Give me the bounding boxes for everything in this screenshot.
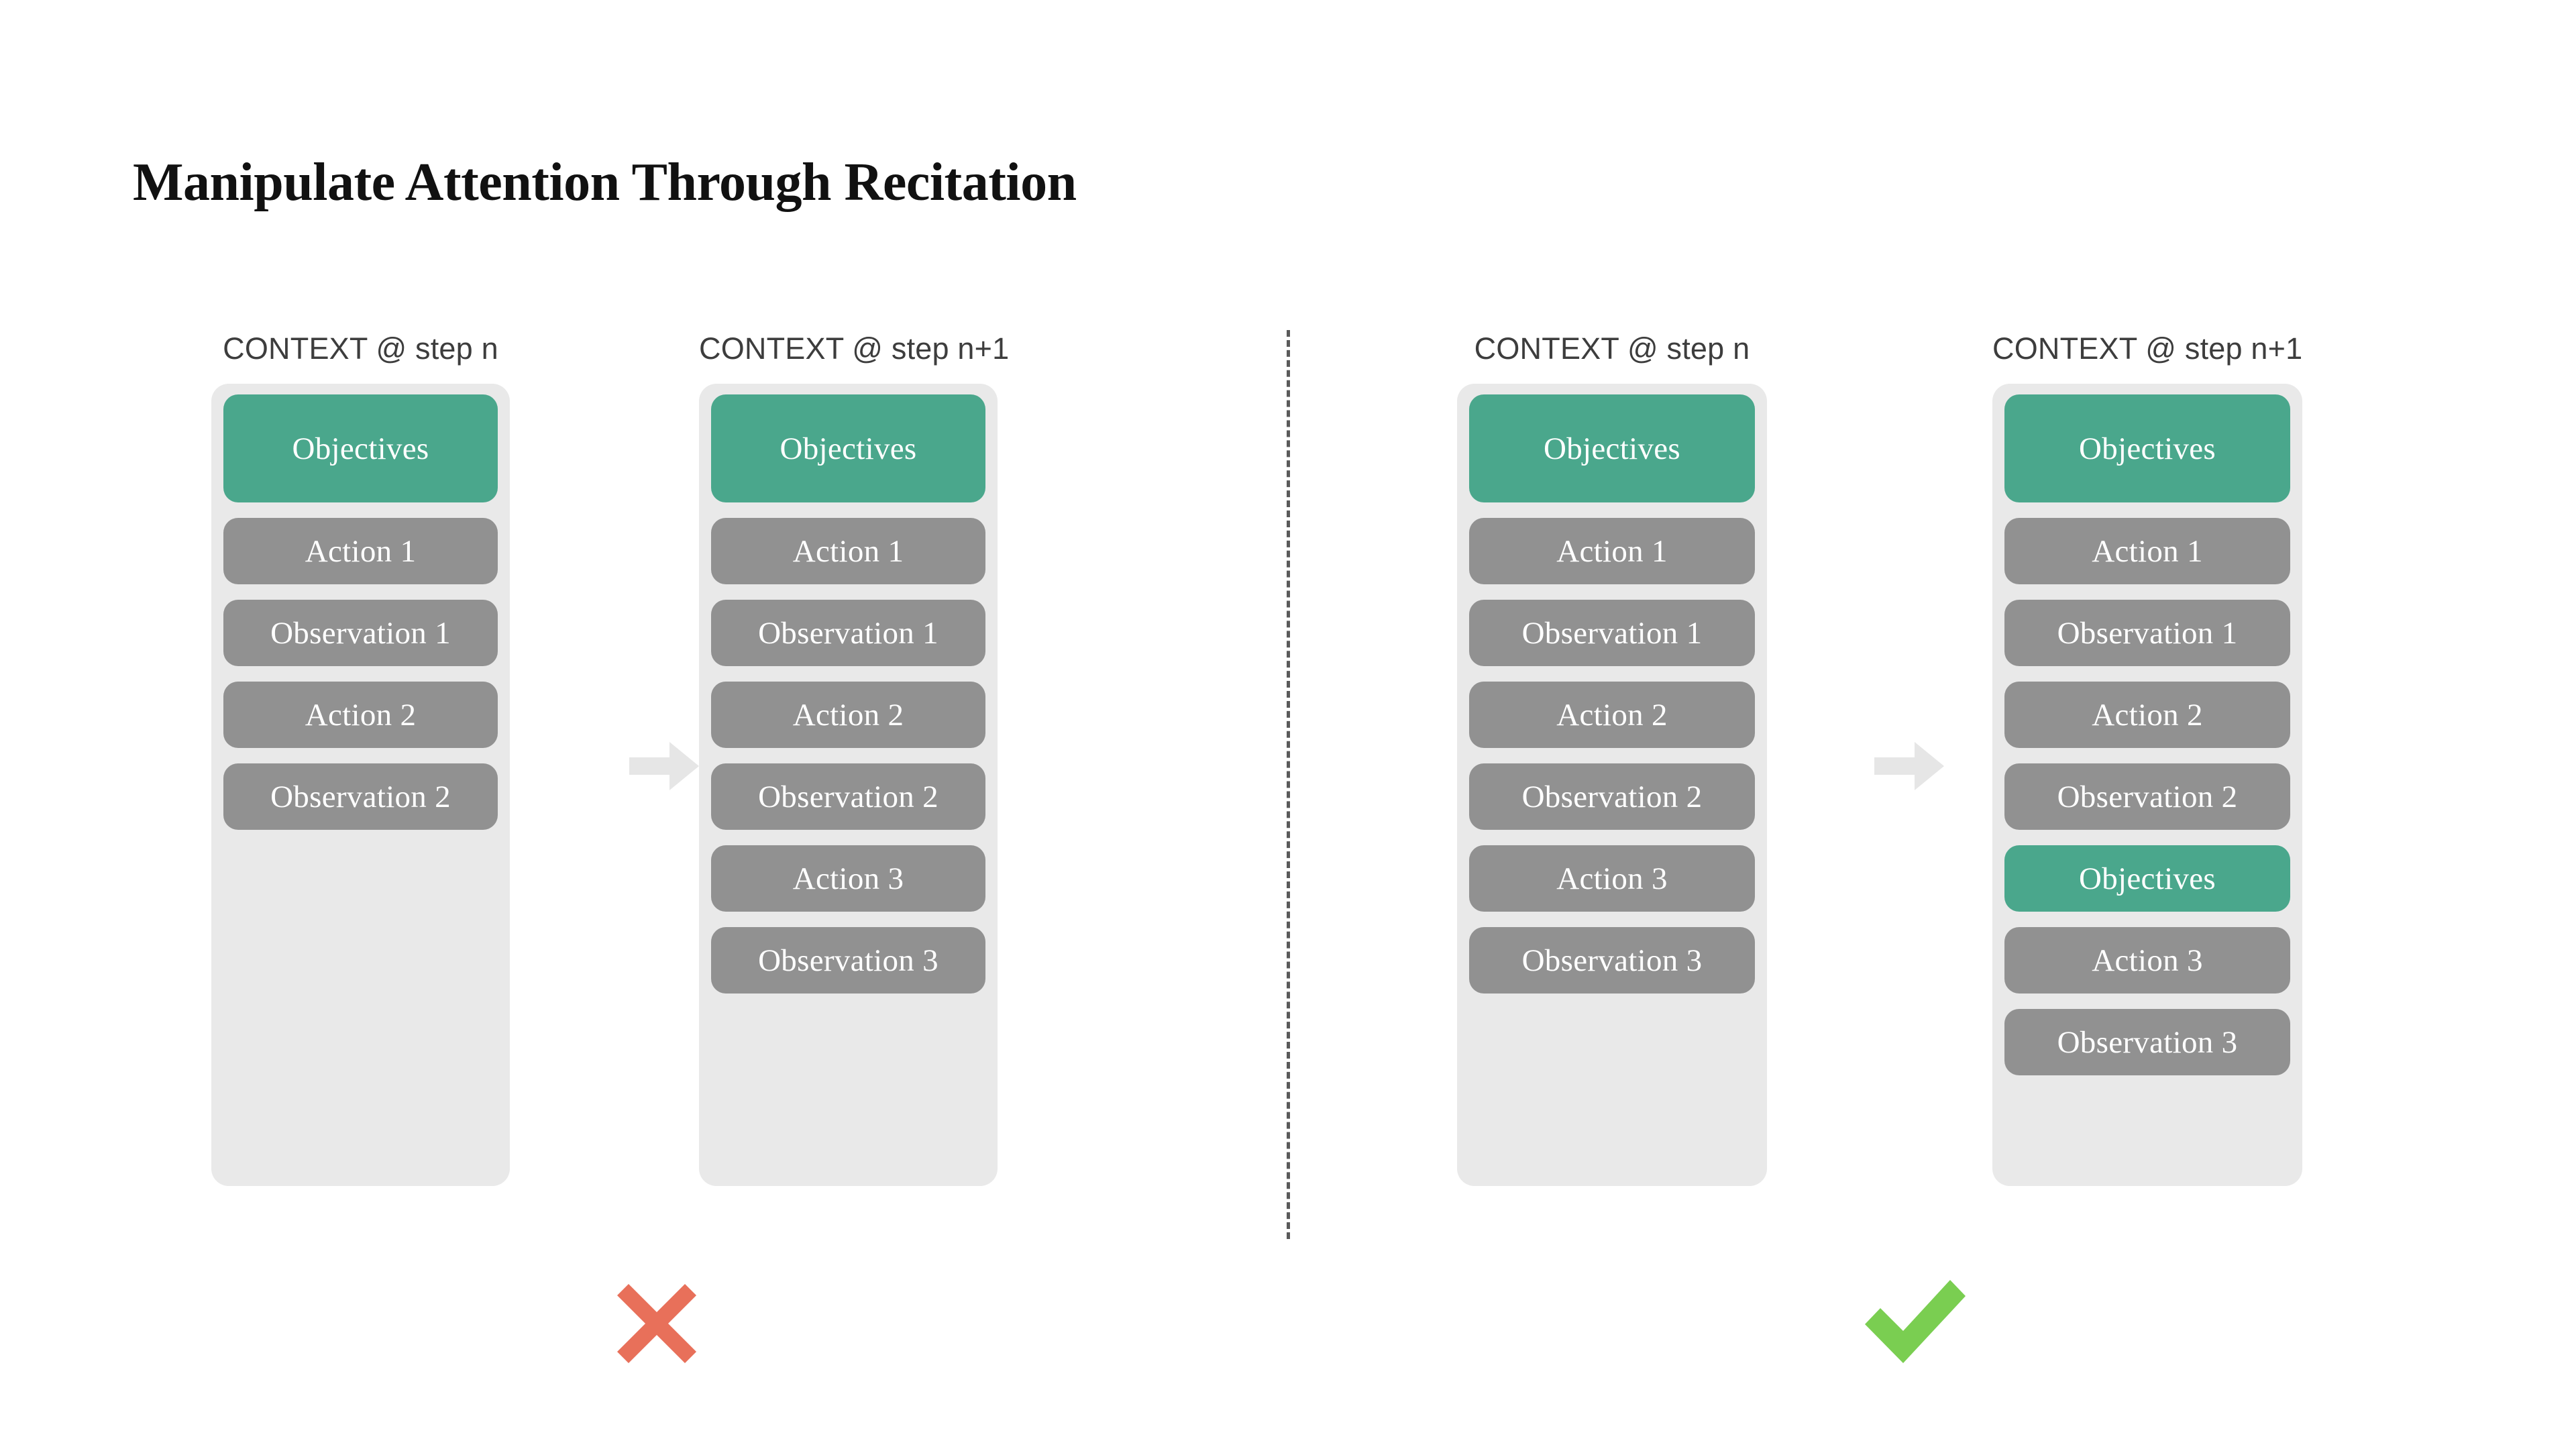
context-block-label: Action 2: [792, 697, 904, 733]
context-block-label: Observation 3: [1521, 943, 1703, 978]
context-block-label: Observation 3: [758, 943, 938, 978]
context-block-label: Action 2: [2092, 697, 2203, 733]
context-block-objectives-recited[interactable]: Objectives: [2004, 845, 2290, 912]
context-block-action[interactable]: Action 1: [2004, 518, 2290, 584]
context-block-action[interactable]: Action 2: [2004, 682, 2290, 748]
context-block-label: Observation 2: [2057, 779, 2238, 814]
context-block-label: Objectives: [292, 431, 429, 466]
context-block-label: Action 1: [792, 533, 904, 569]
context-block-observation[interactable]: Observation 1: [223, 600, 498, 666]
context-block-action[interactable]: Action 3: [1469, 845, 1755, 912]
context-block-label: Objectives: [1544, 431, 1680, 466]
context-column-good-before: CONTEXT @ step n Objectives Action 1 Obs…: [1457, 329, 1767, 1186]
context-block-label: Action 3: [792, 861, 904, 896]
check-mark-icon: [1865, 1280, 1966, 1363]
context-block-label: Observation 1: [270, 615, 451, 651]
context-block-action[interactable]: Action 1: [711, 518, 985, 584]
column-header: CONTEXT @ step n: [1474, 331, 1750, 366]
context-block-observation[interactable]: Observation 1: [1469, 600, 1755, 666]
context-block-objectives[interactable]: Objectives: [2004, 394, 2290, 502]
context-block-action[interactable]: Action 2: [711, 682, 985, 748]
context-block-label: Action 1: [305, 533, 417, 569]
cross-mark-icon: [617, 1284, 696, 1363]
context-block-label: Objectives: [2079, 861, 2216, 896]
context-column-bad-after: CONTEXT @ step n+1 Objectives Action 1 O…: [699, 329, 1010, 1186]
context-block-label: Observation 2: [758, 779, 938, 814]
context-block-observation[interactable]: Observation 2: [1469, 763, 1755, 830]
section-divider: [1287, 330, 1290, 1239]
context-block-label: Action 1: [1556, 533, 1668, 569]
context-block-label: Observation 1: [1521, 615, 1703, 651]
context-block-objectives[interactable]: Objectives: [223, 394, 498, 502]
context-block-observation[interactable]: Observation 3: [2004, 1009, 2290, 1075]
context-block-label: Action 2: [1556, 697, 1668, 733]
context-block-observation[interactable]: Observation 3: [711, 927, 985, 994]
context-block-label: Action 2: [305, 697, 417, 733]
right-arrow-icon: [629, 742, 699, 790]
context-block-label: Observation 3: [2057, 1024, 2238, 1060]
context-block-label: Action 3: [2092, 943, 2203, 978]
column-header: CONTEXT @ step n+1: [699, 331, 1010, 366]
context-block-objectives[interactable]: Objectives: [1469, 394, 1755, 502]
context-block-observation[interactable]: Observation 2: [2004, 763, 2290, 830]
context-column-bad-before: CONTEXT @ step n Objectives Action 1 Obs…: [211, 329, 510, 1186]
context-block-action[interactable]: Action 3: [711, 845, 985, 912]
context-block-label: Objectives: [2079, 431, 2216, 466]
context-block-action[interactable]: Action 1: [223, 518, 498, 584]
context-block-action[interactable]: Action 2: [1469, 682, 1755, 748]
context-panel: Objectives Action 1 Observation 1 Action…: [1992, 384, 2302, 1186]
context-block-observation[interactable]: Observation 3: [1469, 927, 1755, 994]
context-block-objectives[interactable]: Objectives: [711, 394, 985, 502]
context-panel: Objectives Action 1 Observation 1 Action…: [699, 384, 998, 1186]
context-block-label: Observation 2: [1521, 779, 1703, 814]
context-block-label: Action 1: [2092, 533, 2203, 569]
context-panel: Objectives Action 1 Observation 1 Action…: [1457, 384, 1767, 1186]
context-block-label: Objectives: [780, 431, 917, 466]
column-header: CONTEXT @ step n+1: [1992, 331, 2303, 366]
context-block-label: Observation 1: [758, 615, 938, 651]
context-block-label: Observation 2: [270, 779, 451, 814]
column-header: CONTEXT @ step n: [223, 331, 498, 366]
context-block-action[interactable]: Action 2: [223, 682, 498, 748]
page-title: Manipulate Attention Through Recitation: [133, 152, 1077, 212]
context-block-observation[interactable]: Observation 2: [711, 763, 985, 830]
context-block-observation[interactable]: Observation 1: [2004, 600, 2290, 666]
context-block-observation[interactable]: Observation 2: [223, 763, 498, 830]
context-block-observation[interactable]: Observation 1: [711, 600, 985, 666]
context-block-action[interactable]: Action 1: [1469, 518, 1755, 584]
context-block-label: Action 3: [1556, 861, 1668, 896]
right-arrow-icon: [1874, 742, 1944, 790]
context-panel: Objectives Action 1 Observation 1 Action…: [211, 384, 510, 1186]
context-column-good-after: CONTEXT @ step n+1 Objectives Action 1 O…: [1992, 329, 2302, 1186]
context-block-label: Observation 1: [2057, 615, 2238, 651]
context-block-action[interactable]: Action 3: [2004, 927, 2290, 994]
